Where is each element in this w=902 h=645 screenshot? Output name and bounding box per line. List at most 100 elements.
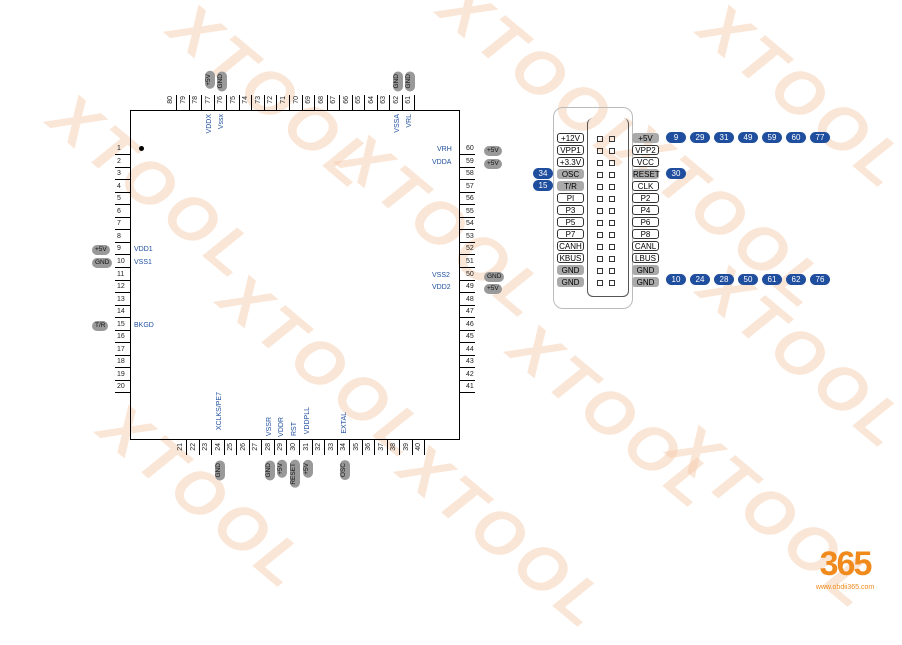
plus5v-pin-badge: 9	[666, 132, 686, 143]
contact	[609, 184, 615, 190]
pin-lead	[364, 95, 366, 110]
pin-number: 4	[117, 182, 121, 190]
connector-label-left: OSC	[557, 169, 584, 179]
pin-lead	[424, 440, 426, 455]
pin-lead	[460, 241, 475, 243]
connector-label-right: VPP2	[632, 145, 659, 155]
pin-number: 30	[289, 443, 297, 451]
pin-number: 9	[117, 245, 121, 253]
gnd-pin-badge: 50	[738, 274, 758, 285]
pin-number: 55	[466, 207, 474, 215]
plus5v-pin-badge: 49	[738, 132, 758, 143]
pin-lead	[115, 392, 130, 394]
pin-lead	[115, 379, 130, 381]
pin-number: 12	[117, 283, 125, 291]
pin-number: 14	[117, 308, 125, 316]
signal-tag: RESET	[289, 460, 300, 488]
pin-lead	[311, 440, 313, 455]
signal-tag: GND	[214, 460, 225, 481]
pin-lead	[374, 440, 376, 455]
pin-lead	[273, 440, 275, 455]
pin-number: 65	[355, 96, 363, 104]
pin-lead	[411, 440, 413, 455]
pin-lead	[361, 440, 363, 455]
contact	[597, 244, 603, 250]
signal-tag: +5V	[204, 71, 215, 89]
contact	[597, 160, 603, 166]
signal-tag: +5V	[484, 284, 502, 295]
pin-lead	[211, 440, 213, 455]
connector-label-right: P4	[632, 205, 659, 215]
pin-lead	[263, 95, 265, 110]
pin-lead	[460, 179, 475, 181]
pin-number: 70	[292, 96, 300, 104]
pin-number: 40	[415, 443, 423, 451]
contact	[609, 136, 615, 142]
contact	[597, 172, 603, 178]
gnd-pin-badge: 61	[762, 274, 782, 285]
pin-number: 22	[189, 443, 197, 451]
pin-lead	[386, 440, 388, 455]
pin-number: 24	[214, 443, 222, 451]
pin-lead	[288, 95, 290, 110]
pin-lead	[115, 367, 130, 369]
pin-lead	[238, 95, 240, 110]
pin-number: 19	[117, 370, 125, 378]
signal-tag: GND	[392, 71, 403, 92]
signal-tag: +5V	[484, 158, 502, 169]
signal-tag: GND	[405, 71, 416, 92]
pin-number: 48	[466, 295, 474, 303]
contact	[597, 136, 603, 142]
signal-tag: +5V	[92, 245, 110, 256]
pin-number: 49	[466, 283, 474, 291]
signal-tag: OSC	[340, 460, 351, 481]
pin-lead	[389, 95, 391, 110]
pin-number: 43	[466, 358, 474, 366]
pin-number: 6	[117, 207, 121, 215]
pin-lead	[460, 204, 475, 206]
pin-number: 80	[167, 96, 174, 104]
pin-number: 3	[117, 170, 121, 178]
pin-lead	[460, 254, 475, 256]
pin-lead	[115, 204, 130, 206]
signal-label: VDDX	[205, 114, 213, 134]
gnd-pin-badge: 28	[714, 274, 734, 285]
connector-label-left: CANH	[557, 241, 584, 251]
pin-lead	[115, 279, 130, 281]
pin-number: 59	[466, 157, 474, 165]
pin-number: 58	[466, 170, 474, 178]
pin-lead	[186, 440, 187, 455]
pin-number: 71	[279, 96, 287, 104]
pin-lead	[460, 292, 475, 294]
plus5v-pin-badge: 60	[786, 132, 806, 143]
gnd-pin-badge: 24	[690, 274, 710, 285]
contact	[609, 196, 615, 202]
pin-number: 60	[466, 145, 474, 152]
pin-number: 45	[466, 333, 474, 341]
connector-label-right: VCC	[632, 157, 659, 167]
pin-number: 68	[317, 96, 325, 104]
pin-lead	[188, 95, 190, 110]
pin-lead	[460, 379, 475, 381]
pin-lead	[248, 440, 250, 455]
signal-label: VDDA	[432, 158, 452, 166]
pin-lead	[460, 279, 475, 281]
pin-number: 44	[466, 345, 474, 353]
connector-label-left: KBUS	[557, 253, 584, 263]
signal-tag: +5V	[484, 146, 502, 156]
connector-label-left: GND	[557, 277, 584, 287]
pin-lead	[176, 95, 177, 110]
pin-number: 74	[242, 96, 250, 104]
pin-number: 13	[117, 295, 125, 303]
pin-lead	[460, 342, 475, 344]
pin-number: 39	[402, 443, 410, 451]
pin-lead	[336, 440, 338, 455]
logo-url: www.obdii365.com	[815, 584, 875, 591]
contact	[597, 196, 603, 202]
plus5v-pin-badge: 59	[762, 132, 782, 143]
pin-lead	[314, 95, 316, 110]
pin-lead	[115, 317, 130, 319]
signal-label: VDDR	[278, 417, 286, 437]
pin-lead	[115, 266, 130, 268]
pin-lead	[223, 440, 225, 455]
